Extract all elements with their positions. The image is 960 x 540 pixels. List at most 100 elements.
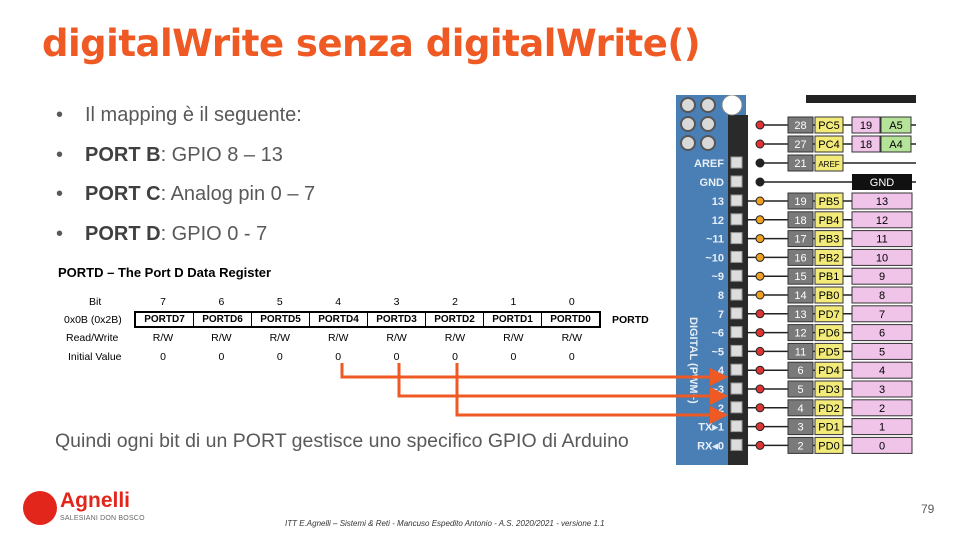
bit-access: R/W bbox=[327, 332, 349, 344]
board-pin-label: 8 bbox=[718, 290, 724, 302]
digital-label: DIGITAL (PWM~) bbox=[687, 317, 699, 404]
board-pin-label: ~5 bbox=[711, 346, 724, 358]
chip-pin-box bbox=[787, 116, 814, 134]
port-label-box bbox=[814, 286, 844, 304]
icsp-pin bbox=[680, 97, 696, 113]
board-pin-label: ~11 bbox=[706, 234, 724, 246]
read-write-label: Read/Write bbox=[66, 332, 119, 344]
gnd-label: GND bbox=[870, 177, 895, 189]
bit-initial-value: 0 bbox=[568, 351, 575, 363]
chip-pin-number: 17 bbox=[794, 234, 806, 246]
gpio-box bbox=[851, 342, 913, 360]
chip-pin-number: 14 bbox=[794, 290, 806, 302]
port-label-box bbox=[814, 230, 844, 248]
port-label-box bbox=[814, 192, 844, 210]
header-pin bbox=[730, 288, 743, 301]
icsp-pin bbox=[680, 135, 696, 151]
board-pin-label: AREF bbox=[694, 158, 724, 170]
gpio-box bbox=[851, 286, 913, 304]
register-field: PORTD0 bbox=[541, 313, 599, 326]
chip-pin-number: 11 bbox=[795, 346, 806, 358]
gpio-label: 4 bbox=[879, 365, 885, 377]
chip-pin-box bbox=[787, 418, 814, 436]
port-label-box bbox=[814, 211, 844, 229]
bit-number: 7 bbox=[160, 296, 166, 308]
header-pin bbox=[730, 438, 743, 451]
port-label: PC4 bbox=[818, 139, 839, 151]
analog-label: A5 bbox=[889, 120, 902, 132]
gpio-label: 7 bbox=[879, 309, 885, 321]
gpio-box bbox=[851, 436, 913, 454]
explanation-paragraph: Quindi ogni bit di un PORT gestisce uno … bbox=[55, 430, 629, 452]
chip-pin-number: 21 bbox=[794, 158, 806, 170]
pin-dot bbox=[755, 139, 765, 149]
port-label-box bbox=[814, 399, 844, 417]
gpio-label: 12 bbox=[876, 215, 888, 227]
chip-pin-number: 3 bbox=[797, 422, 803, 434]
pin-dot bbox=[755, 158, 765, 168]
board-pin-label: RX◂0 bbox=[697, 440, 724, 452]
port-label: PD7 bbox=[818, 309, 839, 321]
gpio-label: 5 bbox=[879, 346, 885, 358]
chip-pin-box bbox=[787, 361, 814, 379]
chip-pin-number: 4 bbox=[797, 403, 803, 415]
port-label: AREF bbox=[818, 160, 839, 169]
bit-number: 2 bbox=[452, 296, 458, 308]
port-label: PD3 bbox=[818, 384, 839, 396]
gpio-label: 13 bbox=[876, 196, 888, 208]
icsp-pin bbox=[700, 97, 716, 113]
pin-dot bbox=[755, 234, 765, 244]
port-label: PB4 bbox=[819, 215, 840, 227]
pinout-svg: AREFGND1312~11~10~987~6~54~32TX▸1RX◂0DIG… bbox=[676, 95, 916, 465]
chip-pin-box bbox=[787, 399, 814, 417]
initial-value-label: Initial Value bbox=[68, 351, 122, 363]
chip-pin-box bbox=[787, 267, 814, 285]
logo-subtitle: SALESIANI DON BOSCO bbox=[60, 515, 145, 522]
port-label-box bbox=[814, 135, 844, 153]
footer-text: ITT E.Agnelli – Sistemi & Reti - Mancuso… bbox=[285, 519, 605, 528]
mapping-arrow bbox=[397, 363, 728, 405]
gpio-box bbox=[851, 305, 913, 323]
bullet-item: •PORT D: GPIO 0 - 7 bbox=[56, 222, 268, 245]
gpio-label: 11 bbox=[876, 234, 887, 246]
chip-pin-box bbox=[787, 211, 814, 229]
bit-access: R/W bbox=[211, 332, 232, 344]
pin-dot bbox=[755, 120, 765, 130]
agnelli-logo: Agnelli SALESIANI DON BOSCO bbox=[23, 489, 145, 529]
chip-pin-box bbox=[787, 192, 814, 210]
gpio-label: 1 bbox=[879, 422, 885, 434]
pin-dot bbox=[755, 252, 765, 262]
pin-dot bbox=[755, 403, 765, 413]
bit-number: 5 bbox=[276, 296, 283, 308]
header-pin bbox=[730, 363, 743, 376]
header-pin bbox=[730, 213, 743, 226]
analog-box bbox=[880, 135, 912, 153]
register-field: PORTD7 bbox=[144, 314, 185, 325]
port-label-box bbox=[814, 361, 844, 379]
bit-number: 0 bbox=[568, 296, 575, 308]
port-label-box bbox=[814, 436, 844, 454]
bit-initial-value: 0 bbox=[393, 351, 400, 363]
gpio-label: 18 bbox=[860, 139, 872, 151]
register-title: PORTD – The Port D Data Register bbox=[58, 265, 272, 280]
chip-pin-number: 16 bbox=[794, 252, 806, 264]
gpio-box bbox=[851, 418, 913, 436]
bit-number: 1 bbox=[510, 296, 517, 308]
register-address: 0x0B (0x2B) bbox=[64, 314, 122, 326]
gpio-label: 2 bbox=[879, 403, 885, 415]
bit-number: 3 bbox=[393, 296, 400, 308]
icsp-pin bbox=[700, 116, 716, 132]
mapping-arrow bbox=[455, 363, 728, 424]
bit-access: R/W bbox=[444, 332, 466, 344]
port-label-box bbox=[814, 418, 844, 436]
register-field: PORTD1 bbox=[483, 313, 541, 326]
header-pin bbox=[730, 156, 743, 169]
bit-access: R/W bbox=[152, 332, 174, 344]
header-pin bbox=[730, 269, 743, 282]
port-label: PD1 bbox=[818, 422, 839, 434]
chip-pin-box bbox=[787, 342, 814, 360]
chip-pin-number: 28 bbox=[794, 120, 806, 132]
gpio-label: 8 bbox=[879, 290, 885, 302]
